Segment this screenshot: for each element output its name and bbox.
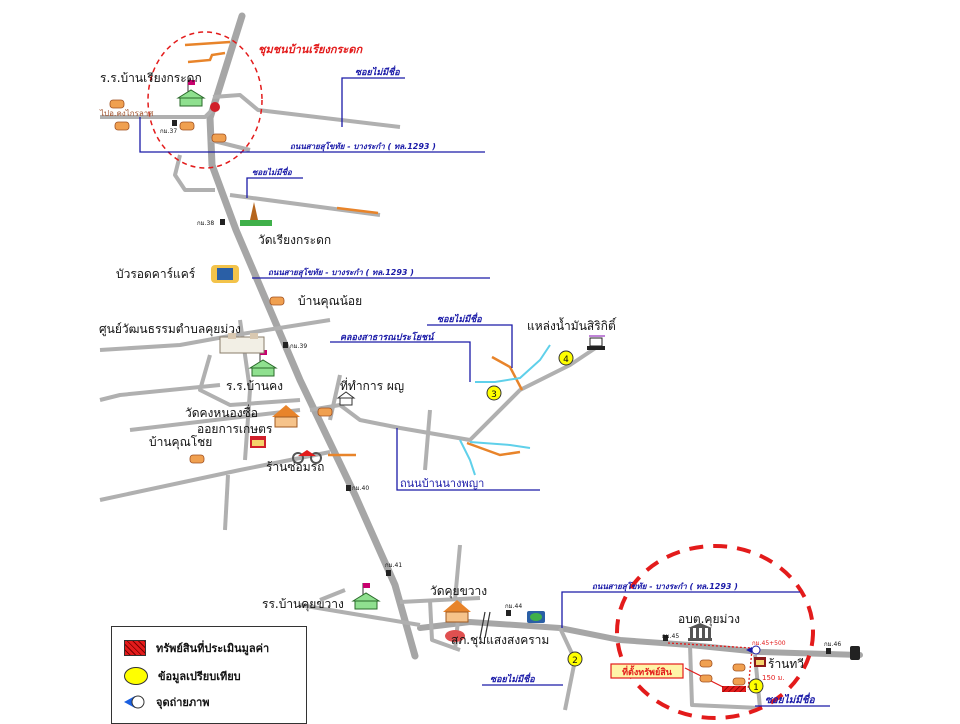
soi-label-3: ซอยไม่มีชื่อ [437,312,482,325]
main-highway [206,12,863,660]
shop-icon [754,657,766,667]
agri-coop-label: ออยการเกษตร [197,422,273,436]
house-icons [109,99,746,686]
shop-label: ร้านทวี [768,657,804,671]
legend: ทรัพย์สินที่ประเมินมูลค่า ข้อมูลเปรียบเท… [111,626,307,724]
hwy-1293-label-mid: ถนนสายสุโขทัย - บางระกำ ( ทล.1293 ) [268,267,414,278]
government-office-icon [688,623,712,641]
legend-item-appraised: ทรัพย์สินที่ประเมินมูลค่า [124,639,269,657]
agri-shop-icon [250,436,266,448]
svg-text:1: 1 [753,683,759,693]
obt-label: อบต.คุยม่วง [678,612,740,627]
property-measure-lines [667,642,753,691]
culture-center-icon [219,333,265,354]
property-location-box [610,663,684,679]
to-district-label: ไปอ.คงไกรลาศ [99,109,153,118]
camera-viewpoint-icon [746,645,761,655]
km45-label: กม.45 [662,633,679,640]
canal-label: คลองสาธารณประโยชน์ [340,331,436,343]
legend-label: ข้อมูลเปรียบเทียบ [158,670,241,683]
community-label: ชุมชนบ้านเรียงกระดก [258,43,363,57]
school-riang-label: ร.ร.บ้านเรียงกระดก [100,71,202,85]
soi-label-5: ซอยไม่มีชื่อ [765,692,816,706]
km44-label: กม.44 [505,603,522,610]
temple-icon [240,202,272,226]
temple-icon [443,600,471,623]
km37-label: กม.37 [160,128,177,135]
oil-source-icon [587,335,605,350]
soi-label-2: ซอยไม่มีชื่อ [252,166,293,177]
police-label: สภ.ชุมแสงสงคราม [451,633,549,648]
hatched-red-square-icon [124,640,146,656]
orange-roads [184,40,524,457]
motor-shop-label: ร้านซ่อมรถ [266,460,324,474]
hwy-1293-label-top: ถนนสายสุโขทัย - บางระกำ ( ทล.1293 ) [290,141,436,152]
post-office-label: ที่ทำการ ผญ [340,377,404,393]
soi-label-4: ซอยไม่มีชื่อ [490,672,535,685]
km45-500-label: กม.45+500 [752,640,786,647]
post-office-icon [336,391,356,406]
ban-khun-noi-label: บ้านคุณน้อย [298,294,362,309]
community-boundary [147,31,263,169]
temple-icon [272,405,300,428]
km40-label: กม.40 [352,485,369,492]
hospital-icon [210,102,220,112]
police-station-icon [445,630,465,642]
gas-station-icon [527,611,545,623]
comparable-4: 4 [558,350,574,366]
wat-riang-label: วัดเรียงกระดก [258,233,331,247]
wat-khui-label: วัดคุยขวาง [430,584,487,599]
car-care-icon [211,265,239,283]
svg-text:2: 2 [572,656,578,666]
water-streams [459,344,551,476]
wat-khong-label: วัดคงหนองซื่อ [185,404,258,420]
school-khui-label: รร.บ้านคุยขวาง [262,597,344,612]
property-area-boundary [615,544,815,720]
label-leader-lines [139,77,830,707]
school-icon [351,583,381,610]
km46-label: กม.46 [824,641,841,648]
school-icon [176,80,206,107]
legend-item-viewpoint: จุดถ่ายภาพ [124,693,210,711]
soi-label-1: ซอยไม่มีชื่อ [355,65,400,78]
oil-source-label: แหล่งน้ำมันสิริกิติ์ [527,317,617,333]
school-icon [248,350,278,377]
appraised-property-parcel [722,686,746,692]
km39-label: กม.39 [290,343,307,350]
comparable-2: 2 [567,651,583,667]
legend-label: จุดถ่ายภาพ [156,696,210,709]
legend-label: ทรัพย์สินที่ประเมินมูลค่า [156,642,270,655]
svg-text:4: 4 [563,355,569,365]
railway-crossing-icon [479,611,491,639]
building-icon [850,646,860,660]
comparable-3: 3 [486,385,502,401]
hwy-1293-label-bottom: ถนนสายสุโขทัย - บางระกำ ( ทล.1293 ) [592,581,738,592]
camera-viewpoint-icon [124,695,146,709]
yellow-circle-icon [124,667,148,685]
comparable-markers: 1 2 3 4 [486,350,764,694]
ban-khun-choi-label: บ้านคุณโชย [149,435,212,450]
legend-item-comparable: ข้อมูลเปรียบเทียบ [124,667,241,685]
motorcycle-icon [292,450,322,464]
km41-label: กม.41 [385,562,402,569]
comparable-1: 1 [748,678,764,694]
secondary-roads [99,93,762,711]
km-post-icons [172,120,831,654]
nang-phaya-road-label: ถนนบ้านนางพญา [400,477,484,490]
svg-text:3: 3 [491,390,497,400]
bua-rod-label: บัวรอดคาร์แคร์ [116,267,196,281]
school-khong-label: ร.ร.บ้านคง [226,379,283,393]
culture-center-label: ศูนย์วัฒนธรรมตำบลคุยม่วง [99,322,241,337]
km38-label: กม.38 [197,220,214,227]
distance-label: 150 ม. [762,674,784,682]
property-location-label: ที่ตั้งทรัพย์สิน [622,665,673,678]
